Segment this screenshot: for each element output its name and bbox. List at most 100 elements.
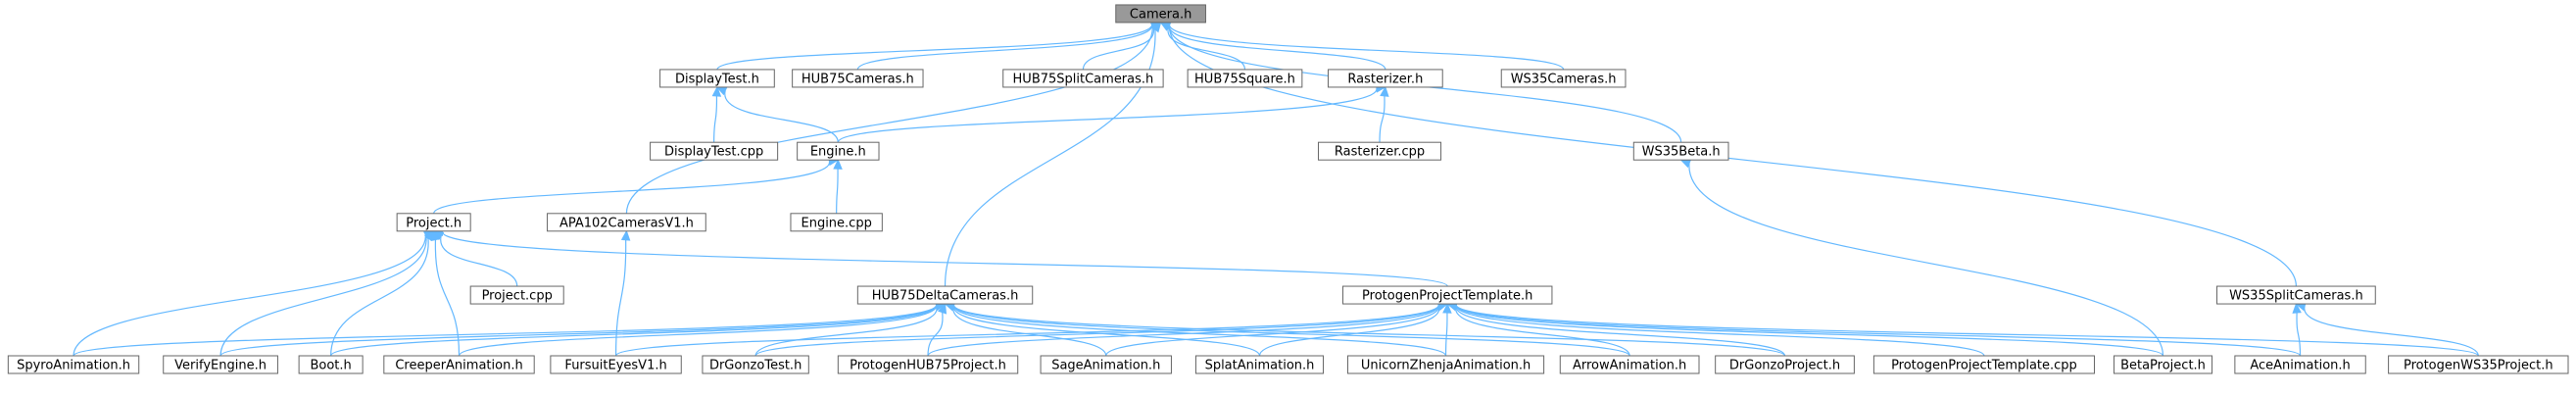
node-displaytest_h[interactable]: DisplayTest.h (659, 69, 775, 88)
arrowhead-unicorn-to-protogentemplate_h (1442, 302, 1452, 314)
node-spyro[interactable]: SpyroAnimation.h (7, 355, 140, 374)
node-label-hub75splitcameras: HUB75SplitCameras.h (1013, 72, 1154, 86)
node-ws35split[interactable]: WS35SplitCameras.h (2216, 285, 2376, 305)
node-rasterizer_cpp[interactable]: Rasterizer.cpp (1318, 141, 1442, 161)
node-label-rasterizer_h: Rasterizer.h (1347, 72, 1423, 86)
node-protogentemplate_h[interactable]: ProtogenProjectTemplate.h (1342, 285, 1553, 305)
edge-drgonzoproject-to-protogentemplate_h (1455, 305, 1786, 357)
node-box-ws35cameras (1500, 69, 1627, 88)
node-label-engine_cpp: Engine.cpp (801, 216, 871, 230)
node-box-hub75cameras (792, 69, 924, 88)
edge-protogenws35-to-protogentemplate_h (1455, 304, 2479, 357)
node-label-hub75square: HUB75Square.h (1194, 72, 1295, 86)
node-drgonzotest[interactable]: DrGonzoTest.h (702, 355, 809, 374)
node-box-sage (1040, 355, 1172, 374)
node-hub75splitcameras[interactable]: HUB75SplitCameras.h (1002, 69, 1164, 88)
node-label-sage: SageAnimation.h (1051, 359, 1160, 373)
edge-verifyengine-to-project_h (219, 235, 427, 357)
node-hub75square[interactable]: HUB75Square.h (1187, 69, 1303, 88)
edge-ws35cameras-to-camera (1168, 23, 1565, 71)
node-label-hub75cameras: HUB75Cameras.h (802, 72, 914, 86)
node-creeper[interactable]: CreeperAnimation.h (383, 355, 535, 374)
node-project_cpp[interactable]: Project.cpp (469, 285, 564, 305)
node-fursuiteyes[interactable]: FursuitEyesV1.h (550, 355, 682, 374)
node-drgonzoproject[interactable]: DrGonzoProject.h (1715, 355, 1855, 374)
node-label-displaytest_h: DisplayTest.h (675, 72, 759, 86)
node-box-engine_cpp (790, 213, 883, 232)
node-ace[interactable]: AceAnimation.h (2234, 355, 2366, 374)
node-box-boot (298, 355, 364, 374)
edge-creeper-to-hub75delta (458, 304, 938, 357)
node-betaproject[interactable]: BetaProject.h (2113, 355, 2213, 374)
edge-project_cpp-to-project_h (440, 235, 518, 287)
node-label-arrow: ArrowAnimation.h (1573, 359, 1686, 373)
node-engine_cpp[interactable]: Engine.cpp (790, 213, 883, 232)
edge-arrow-to-hub75delta (952, 304, 1630, 357)
node-label-protogenhub75: ProtogenHUB75Project.h (850, 359, 1006, 373)
node-ws35beta[interactable]: WS35Beta.h (1632, 141, 1729, 161)
node-protogentemplate_cpp[interactable]: ProtogenProjectTemplate.cpp (1872, 355, 2095, 374)
edge-apa102-to-camera (625, 25, 1153, 214)
arrowhead-fursuiteyes-to-apa102 (620, 229, 631, 241)
node-label-engine_h: Engine.h (810, 145, 866, 160)
node-box-rasterizer_h (1328, 69, 1443, 88)
node-label-ws35split: WS35SplitCameras.h (2229, 289, 2363, 304)
node-displaytest_cpp[interactable]: DisplayTest.cpp (650, 141, 779, 161)
node-label-apa102: APA102CamerasV1.h (559, 216, 694, 230)
node-box-displaytest_h (659, 69, 775, 88)
edge-displaytest_h-to-camera (716, 23, 1153, 71)
node-box-betaproject (2113, 355, 2213, 374)
node-verifyengine[interactable]: VerifyEngine.h (163, 355, 278, 374)
node-label-drgonzotest: DrGonzoTest.h (709, 359, 802, 373)
node-label-spyro: SpyroAnimation.h (17, 359, 130, 373)
node-rasterizer_h[interactable]: Rasterizer.h (1328, 69, 1443, 88)
node-unicorn[interactable]: UnicornZhenjaAnimation.h (1347, 355, 1545, 374)
node-label-boot: Boot.h (310, 359, 351, 373)
node-box-hub75splitcameras (1002, 69, 1164, 88)
node-label-verifyengine: VerifyEngine.h (174, 359, 267, 373)
node-splat[interactable]: SplatAnimation.h (1194, 355, 1325, 374)
edge-fursuiteyes-to-protogentemplate_h (614, 304, 1439, 357)
arrowhead-protogenhub75-to-hub75delta (938, 302, 948, 315)
edge-drgonzotest-to-hub75delta (754, 306, 938, 357)
node-box-protogentemplate_h (1342, 285, 1553, 305)
node-project_h[interactable]: Project.h (396, 213, 471, 232)
edge-rasterizer_cpp-to-rasterizer_h (1379, 95, 1385, 143)
edge-verifyengine-to-hub75delta (219, 304, 938, 357)
edge-protogenws35-to-ws35split (2304, 306, 2479, 357)
edge-drgonzotest-to-protogentemplate_h (754, 304, 1439, 357)
node-label-fursuiteyes: FursuitEyesV1.h (564, 359, 666, 373)
edge-fursuiteyes-to-apa102 (614, 239, 627, 357)
node-arrow[interactable]: ArrowAnimation.h (1559, 355, 1700, 374)
node-box-ace (2234, 355, 2366, 374)
node-label-splat: SplatAnimation.h (1205, 359, 1315, 373)
node-sage[interactable]: SageAnimation.h (1040, 355, 1172, 374)
node-label-protogentemplate_h: ProtogenProjectTemplate.h (1362, 289, 1532, 304)
edge-sage-to-protogentemplate_h (1105, 305, 1439, 357)
node-boot[interactable]: Boot.h (298, 355, 364, 374)
node-hub75delta[interactable]: HUB75DeltaCameras.h (856, 285, 1034, 305)
arrowhead-rasterizer_cpp-to-rasterizer_h (1380, 85, 1389, 97)
node-protogenhub75[interactable]: ProtogenHUB75Project.h (837, 355, 1019, 374)
node-engine_h[interactable]: Engine.h (797, 141, 880, 161)
node-apa102[interactable]: APA102CamerasV1.h (547, 213, 706, 232)
node-hub75cameras[interactable]: HUB75Cameras.h (792, 69, 924, 88)
node-box-splat (1194, 355, 1325, 374)
arrowhead-ace-to-ws35split (2292, 302, 2302, 314)
node-label-ws35beta: WS35Beta.h (1642, 145, 1721, 160)
node-box-protogenws35 (2388, 355, 2569, 374)
node-camera[interactable]: Camera.h (1115, 4, 1206, 24)
node-box-engine_h (797, 141, 880, 161)
node-label-creeper: CreeperAnimation.h (395, 359, 522, 373)
node-ws35cameras[interactable]: WS35Cameras.h (1500, 69, 1627, 88)
node-box-displaytest_cpp (650, 141, 779, 161)
edge-protogentemplate_h-to-project_h (442, 230, 1448, 287)
node-label-protogenws35: ProtogenWS35Project.h (2404, 359, 2553, 373)
arrowhead-engine_cpp-to-engine_h (833, 158, 843, 170)
node-box-protogentemplate_cpp (1872, 355, 2095, 374)
node-label-camera: Camera.h (1130, 7, 1191, 22)
edge-protogentemplate_cpp-to-protogentemplate_h (1455, 304, 1985, 357)
edge-engine_cpp-to-engine_h (836, 169, 839, 214)
node-protogenws35[interactable]: ProtogenWS35Project.h (2388, 355, 2569, 374)
